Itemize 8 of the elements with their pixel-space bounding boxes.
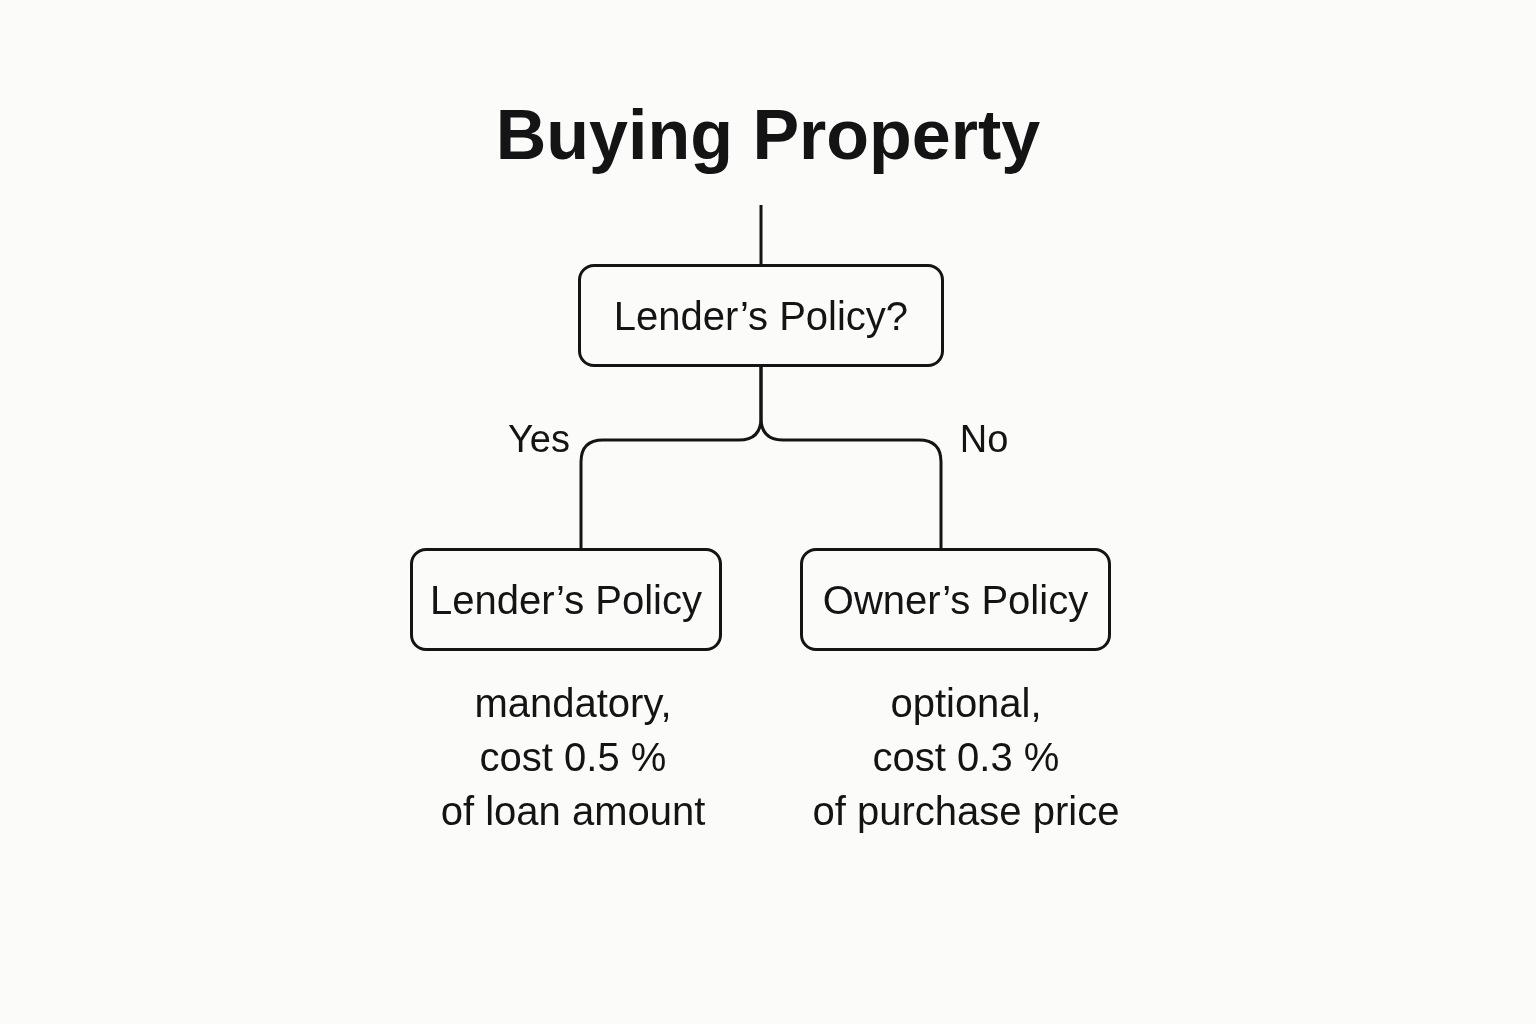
- node-note: mandatory, cost 0.5 % of loan amount: [440, 680, 706, 835]
- connector-line: [759, 367, 943, 548]
- node-note: optional, cost 0.3 % of purchase price: [812, 680, 1120, 835]
- decision-box: Lender’s Policy?: [578, 264, 944, 367]
- process-box: Owner’s Policy: [800, 548, 1111, 651]
- connector-line: [759, 205, 763, 264]
- process-box: Lender’s Policy: [410, 548, 722, 651]
- diagram-title: Buying Property: [495, 97, 1041, 174]
